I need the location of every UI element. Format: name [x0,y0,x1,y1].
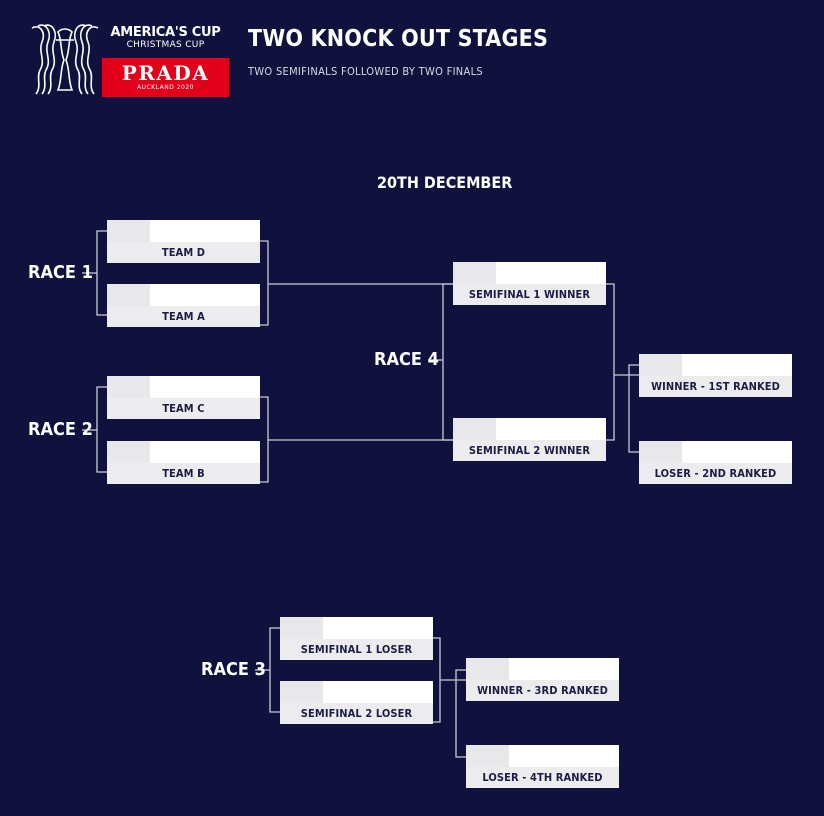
race-4-bracket [442,283,453,441]
loser-2nd-ranked-slot: LOSER - 2ND RANKED [639,441,792,484]
race-2-label: RACE 2 [28,419,93,440]
race-3-right-connector [432,637,441,723]
race-3-outcome-bracket [455,669,466,758]
winner-1st-ranked-label: WINNER - 1ST RANKED [651,380,780,393]
team-b-label: TEAM B [162,467,205,480]
trophy-emblem-icon [28,20,102,97]
semifinal-1-loser-label: SEMIFINAL 1 LOSER [300,643,413,656]
final-outcome-bracket [628,364,639,453]
race-2-left-bracket [96,386,107,473]
race-3-label: RACE 3 [201,659,266,680]
semifinal-1-winner-slot: SEMIFINAL 1 WINNER [453,262,606,305]
semifinal-2-loser-label: SEMIFINAL 2 LOSER [300,707,413,720]
americas-cup-logo: AMERICA'S CUP CHRISTMAS CUP PRADA AUCKLA… [28,20,229,97]
team-d-label: TEAM D [161,246,206,259]
page-subtitle: TWO SEMIFINALS FOLLOWED BY TWO FINALS [248,65,483,78]
team-c-slot: TEAM C [107,376,260,419]
winner-3rd-ranked-label: WINNER - 3RD RANKED [477,684,608,697]
team-c-label: TEAM C [162,402,205,415]
race-3-left-bracket [269,627,280,713]
semifinal-2-loser-slot: SEMIFINAL 2 LOSER [280,681,433,724]
semifinal-1-connector [260,240,269,326]
race-1-left-bracket [96,230,107,316]
semifinal-2-connector [260,396,269,483]
semifinal-2-winner-slot: SEMIFINAL 2 WINNER [453,418,606,461]
loser-4th-ranked-slot: LOSER - 4TH RANKED [466,745,619,788]
team-a-label: TEAM A [162,310,205,323]
race-4-label: RACE 4 [374,349,439,370]
semifinal-2-winner-label: SEMIFINAL 2 WINNER [468,444,591,457]
logo-americas-cup-text: AMERICA'S CUP [110,25,221,40]
semifinal-1-loser-slot: SEMIFINAL 1 LOSER [280,617,433,660]
loser-4th-ranked-label: LOSER - 4TH RANKED [482,771,603,784]
team-d-slot: TEAM D [107,220,260,263]
page-title: TWO KNOCK OUT STAGES [248,26,549,52]
team-a-slot: TEAM A [107,284,260,327]
race-1-label: RACE 1 [28,262,93,283]
winner-1st-ranked-slot: WINNER - 1ST RANKED [639,354,792,397]
logo-americas-cup-panel: AMERICA'S CUP CHRISTMAS CUP [102,20,229,58]
winner-3rd-ranked-slot: WINNER - 3RD RANKED [466,658,619,701]
logo-prada-text: PRADA [121,61,210,85]
loser-2nd-ranked-label: LOSER - 2ND RANKED [654,467,777,480]
team-b-slot: TEAM B [107,441,260,484]
event-date: 20TH DECEMBER [377,173,513,192]
final-connector [605,283,615,441]
logo-prada-panel: PRADA AUCKLAND 2020 [102,58,229,97]
semifinal-1-winner-label: SEMIFINAL 1 WINNER [468,288,591,301]
logo-auckland-text: AUCKLAND 2020 [137,84,194,91]
logo-christmas-cup-text: CHRISTMAS CUP [126,40,205,50]
